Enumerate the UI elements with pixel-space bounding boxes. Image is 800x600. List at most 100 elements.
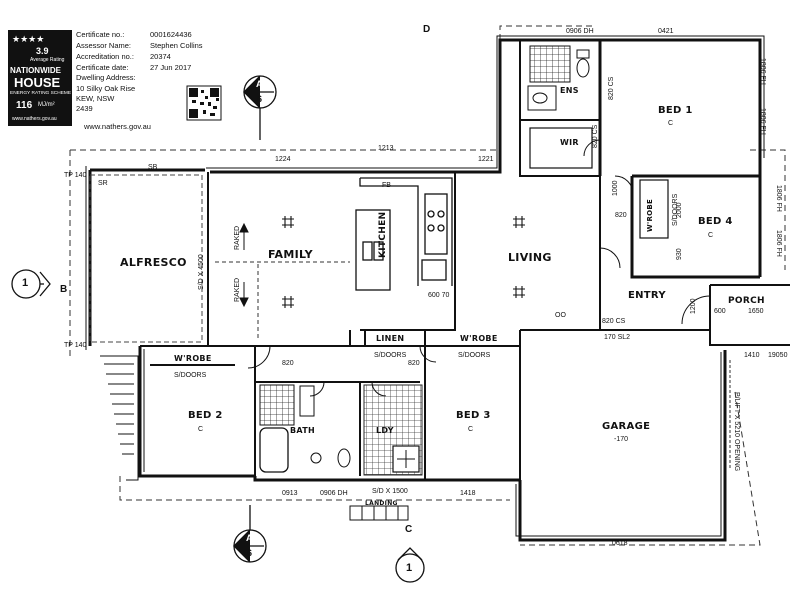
- room-ldy: LDY: [376, 426, 394, 435]
- room-family: FAMILY: [268, 248, 313, 261]
- section-bottom-letter: A: [246, 533, 253, 543]
- note-fb: FB: [382, 182, 391, 189]
- bed2-c: C: [198, 426, 204, 433]
- cert-label-4: Certificate date:: [76, 63, 129, 72]
- room-living: LIVING: [508, 251, 552, 264]
- grid-letter-b: B: [60, 284, 68, 295]
- cert-label-1: Certificate no.:: [76, 30, 125, 39]
- badge-line2: HOUSE: [14, 75, 61, 90]
- dim-820-cs-a: 820 CS: [608, 76, 615, 100]
- alfresco-outline: [89, 174, 203, 343]
- dim-0906-bot: 0906 DH: [320, 490, 348, 497]
- tp-140-top: TP 140: [64, 172, 87, 179]
- room-ens: ENS: [560, 86, 579, 95]
- star-icons: ★★★★: [12, 34, 45, 44]
- dim-0913: 0913: [282, 490, 298, 497]
- dim-1650: 1650: [748, 308, 764, 315]
- s-doors-bed2: S/DOORS: [174, 372, 207, 379]
- grid-letter-d: D: [423, 24, 431, 35]
- raked-top: RAKED: [234, 225, 241, 250]
- room-garage: GARAGE: [602, 421, 651, 432]
- grid-bottom-number: 1: [406, 562, 413, 574]
- s-doors-bed3: S/DOORS: [458, 352, 491, 359]
- room-wir: WIR: [560, 138, 579, 147]
- dim-820-b: 820: [408, 360, 420, 367]
- address-line-1: 10 Silky Oak Rise: [76, 84, 136, 93]
- grid-letter-c: C: [405, 524, 413, 535]
- address-line-3: 2439: [76, 104, 93, 113]
- cert-value-4: 27 Jun 2017: [150, 63, 192, 72]
- qr-code: [186, 85, 222, 121]
- room-bath: BATH: [290, 426, 316, 435]
- dim-1806-c: 1806 FH: [775, 185, 782, 212]
- section-bottom-number: 6: [247, 548, 253, 558]
- room-bed4: BED 4: [698, 216, 733, 227]
- dim-820-cs-c: 820 CS: [602, 318, 626, 325]
- garage-level: -170: [614, 436, 629, 443]
- kitchen-fittings: [355, 177, 453, 291]
- dim-1200: 1200: [690, 298, 697, 314]
- room-bed2: BED 2: [188, 410, 223, 421]
- bed4-c: C: [708, 232, 714, 239]
- dim-600-70: 600 70: [428, 292, 450, 299]
- room-wrobe-bed4: W'ROBE: [646, 198, 654, 232]
- dim-820-a: 820: [282, 360, 294, 367]
- note-sr: SR: [98, 180, 108, 187]
- rating-caption: Average Rating: [30, 57, 65, 63]
- dim-1221: 1221: [478, 156, 494, 163]
- room-kitchen: KITCHEN: [378, 211, 388, 258]
- room-entry: ENTRY: [628, 290, 666, 301]
- energy-value: 116: [16, 100, 33, 111]
- section-marker-top: [243, 75, 277, 140]
- dim-930: 930: [676, 248, 683, 260]
- note-sb: SB: [148, 164, 158, 171]
- room-alfresco: ALFRESCO: [120, 256, 187, 269]
- dim-820-cs-b: 820 CS: [592, 124, 599, 148]
- badge-line1: NATIONWIDE: [10, 66, 61, 75]
- badge-line3: ENERGY RATING SCHEME: [10, 91, 72, 96]
- sd-4500: S/D X 4500: [198, 254, 205, 290]
- dim-600: 600: [714, 308, 726, 315]
- dim-2000: 2000: [676, 202, 683, 218]
- address-line-2: KEW, NSW: [76, 94, 115, 103]
- light-fittings: [282, 216, 525, 308]
- door-swings: [247, 139, 711, 397]
- dim-1806-a: 1806 FH: [759, 58, 766, 85]
- ensuite-tiles: [529, 45, 571, 83]
- cert-value-3: 20374: [150, 52, 171, 61]
- dim-1224: 1224: [275, 156, 291, 163]
- external-walls: [88, 38, 762, 542]
- tp-140-bottom: TP 140: [64, 342, 87, 349]
- internal-walls: [140, 40, 790, 480]
- garage-opening: P/LIFT X 5210 OPENING: [733, 392, 740, 472]
- raked-bottom: RAKED: [234, 277, 241, 302]
- star-rating: 3.9: [36, 46, 49, 56]
- cert-value-1: 0001624436: [150, 30, 192, 39]
- dim-1806-b: 1806 FH: [759, 108, 766, 135]
- section-marker-bottom: [233, 505, 267, 563]
- room-bed1: BED 1: [658, 105, 693, 116]
- section-top-number: 6: [257, 94, 263, 104]
- grid-left-number: 1: [22, 277, 29, 289]
- energy-rating-badge: ★★★★ 3.9 Average Rating NATIONWIDE HOUSE…: [8, 30, 72, 126]
- room-linen: LINEN: [376, 334, 405, 343]
- badge-website: www.nathers.gov.au: [12, 116, 57, 122]
- dim-170: 170 SL2: [604, 334, 631, 341]
- dim-1000: 1000: [612, 180, 619, 196]
- dim-0618: 0618: [612, 540, 628, 547]
- cert-website: www.nathers.gov.au: [84, 122, 151, 131]
- bed1-c: C: [668, 120, 674, 127]
- sd-1500: S/D X 1500: [372, 488, 408, 495]
- room-wrobe-bed2: W'ROBE: [174, 354, 212, 363]
- note-oo: OO: [555, 312, 566, 319]
- dim-1418: 1418: [460, 490, 476, 497]
- cert-value-2: Stephen Collins: [150, 41, 203, 50]
- dim-820-c: 820: [615, 212, 627, 219]
- s-doors-linen: S/DOORS: [374, 352, 407, 359]
- bed3-c: C: [468, 426, 474, 433]
- energy-unit: MJ/m²: [38, 102, 55, 108]
- room-bed3: BED 3: [456, 410, 491, 421]
- dim-0906-top: 0906 DH: [566, 28, 594, 35]
- dim-1410: 1410: [744, 352, 760, 359]
